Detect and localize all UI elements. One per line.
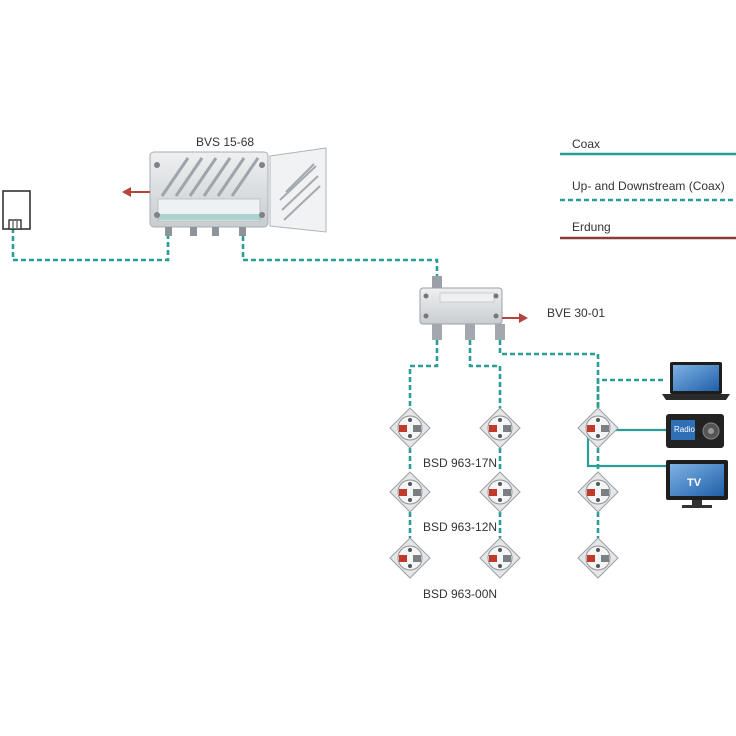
- cable-wallsocket-to-amplifier: [11, 228, 170, 262]
- cable-splitter-to-outlets-middle: [468, 340, 502, 408]
- solid-coax-cables: [586, 428, 666, 468]
- outlet-icon: [389, 471, 431, 513]
- wall-socket-icon: [2, 190, 31, 230]
- outlet-label-00n: BSD 963-00N: [423, 587, 497, 601]
- cable-outlet-to-tv: [586, 430, 666, 468]
- outlet-label-17n: BSD 963-17N: [423, 456, 497, 470]
- outlet-grid: [389, 407, 619, 579]
- radio-text: Radio: [674, 425, 695, 434]
- outlet-icon: [577, 471, 619, 513]
- outlet-icon: [479, 471, 521, 513]
- splitter-device: [419, 276, 505, 340]
- tv-icon: TV: [666, 460, 728, 508]
- outlet-icon: [577, 537, 619, 579]
- outlet-icon: [389, 537, 431, 579]
- legend: Coax Up- and Downstream (Coax) Erdung: [560, 137, 736, 240]
- outlet-label-12n: BSD 963-12N: [423, 520, 497, 534]
- legend-updown-label: Up- and Downstream (Coax): [572, 179, 725, 193]
- amplifier-device: [149, 147, 327, 236]
- legend-ground-label: Erdung: [572, 220, 611, 234]
- cable-outlet-to-laptop: [596, 378, 664, 408]
- ground-arrow-icon: [122, 187, 150, 197]
- cable-splitter-to-outlets-left: [408, 340, 439, 408]
- radio-icon: Radio: [666, 414, 724, 448]
- outlet-icon: [479, 537, 521, 579]
- outlet-icon: [577, 407, 619, 449]
- cable-splitter-to-outlets-right: [498, 340, 600, 408]
- legend-coax-label: Coax: [572, 137, 600, 151]
- cable-amplifier-to-splitter: [241, 236, 439, 280]
- splitter-ground-arrow-icon: [502, 313, 528, 323]
- tv-text: TV: [687, 477, 702, 489]
- dashed-coax-cables: [11, 228, 664, 538]
- laptop-icon: [662, 362, 730, 400]
- splitter-label: BVE 30-01: [547, 306, 605, 320]
- outlet-icon: [479, 407, 521, 449]
- outlet-icon: [389, 407, 431, 449]
- amplifier-label: BVS 15-68: [196, 135, 254, 149]
